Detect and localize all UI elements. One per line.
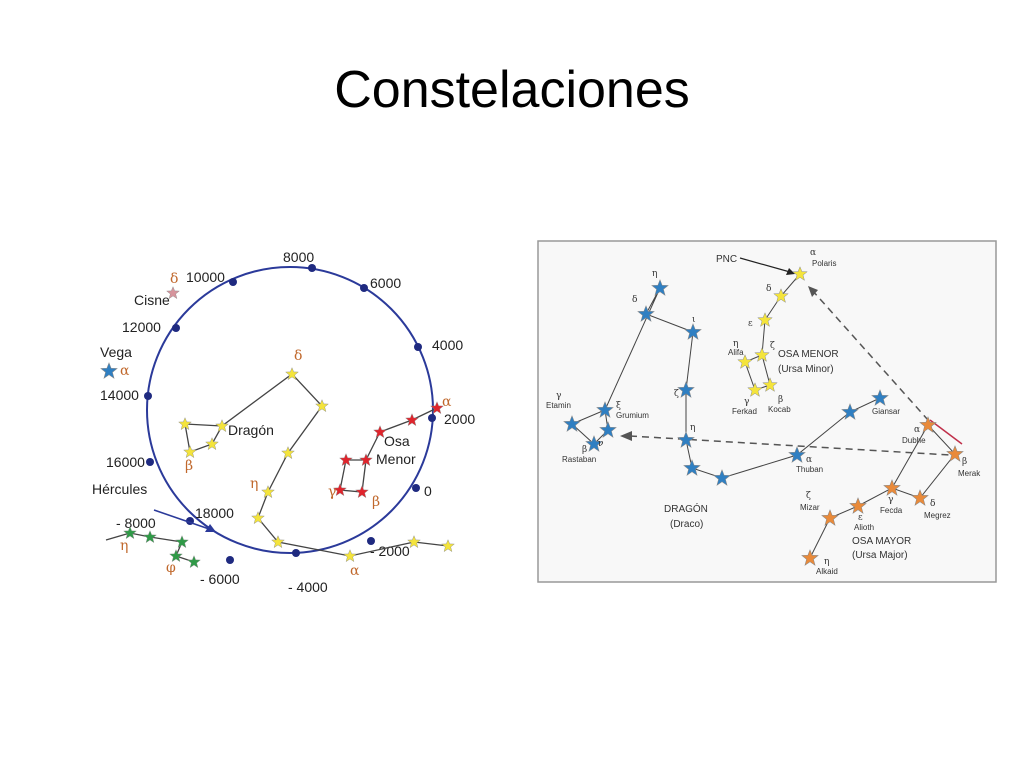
thuban-alpha-label: α	[806, 455, 812, 465]
vega-star-icon	[100, 362, 118, 379]
draco-eta-label: η	[690, 423, 695, 433]
star-alioth-label: Alioth	[854, 523, 874, 532]
year-2000: 2000	[444, 411, 475, 427]
star-ferkad-label: Ferkad	[732, 407, 757, 416]
draco-zeta-label: ζ	[674, 389, 679, 399]
year-minus-2000: - 2000	[370, 543, 410, 559]
kocab-beta-label: β	[778, 395, 783, 405]
thuban-arrowhead-icon	[620, 431, 632, 441]
dragon-eta-label: η	[250, 476, 258, 492]
star-megrez-label: Megrez	[924, 511, 951, 520]
ursa-minor-label-1: OSA MENOR	[778, 349, 839, 360]
ursa-minor-epsilon-label: ε	[748, 319, 753, 329]
hercules-lines	[105, 532, 195, 563]
draco-lines	[571, 287, 881, 479]
year-10000: 10000	[186, 269, 225, 285]
fecda-gamma-label: γ	[888, 495, 893, 505]
draco-lambda-eta-label: η	[652, 269, 657, 279]
cisne-delta-label: δ	[170, 271, 178, 287]
star-kocab-label: Kocab	[768, 405, 791, 414]
year-4000: 4000	[432, 337, 463, 353]
star-merak-label: Merak	[958, 469, 981, 478]
pointer-dashed-line	[811, 289, 929, 421]
year-0: 0	[424, 483, 432, 499]
merak-beta-label: β	[962, 457, 967, 467]
star-thuban-label: Thuban	[796, 465, 823, 474]
year-minus-6000: - 6000	[200, 571, 240, 587]
pnc-label: PNC	[716, 254, 737, 265]
star-rastaban-label: Rastaban	[562, 455, 596, 464]
vega-alpha-label: α	[120, 363, 130, 379]
hercules-stars	[123, 526, 201, 568]
ferkad-gamma-label: γ	[744, 397, 749, 407]
osa-menor-beta-label: β	[372, 494, 380, 510]
osa-menor-label-1: Osa	[384, 433, 410, 449]
slide-title: Constelaciones	[334, 61, 690, 119]
pointer-arrowhead-icon	[808, 286, 818, 297]
year-dots	[144, 264, 436, 564]
rastaban-beta-label: β	[582, 445, 587, 455]
ursa-major-label-2: (Ursa Major)	[852, 550, 908, 561]
osa-menor-lines	[339, 407, 438, 493]
megrez-delta-label: δ	[930, 499, 935, 509]
osa-menor-label-2: Menor	[376, 451, 416, 467]
star-fecda-label: Fecda	[880, 506, 903, 515]
dubhe-alpha-label: α	[914, 425, 920, 435]
polaris-alpha-label: α	[810, 248, 816, 258]
draco-label-2: (Draco)	[670, 519, 703, 530]
year-8000: 8000	[283, 249, 314, 265]
hercules-phi-label: φ	[166, 560, 176, 576]
polaris-label: Polaris	[812, 259, 836, 268]
year-6000: 6000	[370, 275, 401, 291]
precession-circle	[146, 266, 434, 554]
osa-menor-alpha-label: α	[442, 394, 452, 410]
year-minus-8000: - 8000	[116, 515, 156, 531]
alkaid-eta-label: η	[824, 557, 829, 567]
dragon-beta-label: β	[185, 458, 193, 474]
pnc-arrow	[739, 257, 791, 273]
star-alkaid-label: Alkaid	[816, 567, 838, 576]
ursa-minor-eta-label: η	[733, 339, 738, 349]
year-14000: 14000	[100, 387, 139, 403]
draco-delta-label: δ	[632, 295, 637, 305]
mizar-zeta-label: ζ	[806, 491, 811, 501]
star-giansar-label: Giansar	[872, 407, 900, 416]
hercules-arrow	[153, 509, 213, 531]
star-dubhe-label: Dubhe	[902, 436, 926, 445]
osa-menor-gamma-label: γ	[328, 484, 336, 500]
draco-iota-label: ι	[692, 315, 696, 325]
dragon-label: Dragón	[228, 422, 274, 438]
draco-label-1: DRAGÓN	[664, 502, 708, 515]
star-etamin-label: Etamin	[546, 401, 571, 410]
ursa-minor-delta-label: δ	[766, 284, 771, 294]
etamin-gamma-label: γ	[556, 391, 561, 401]
draco-nu-label: ν	[598, 439, 603, 449]
grumium-xi-label: ξ	[616, 401, 621, 411]
year-minus-4000: - 4000	[288, 579, 328, 595]
year-16000: 16000	[106, 454, 145, 470]
hercules-label: Hércules	[92, 481, 147, 497]
vega-label: Vega	[100, 344, 132, 360]
hercules-eta-label: η	[120, 538, 128, 554]
hercules-arrowhead-icon	[205, 524, 216, 532]
dragon-delta-label: δ	[294, 348, 302, 364]
ursa-major-label-1: OSA MAYOR	[852, 536, 911, 547]
star-grumium-label: Grumium	[616, 411, 649, 420]
star-mizar-label: Mizar	[800, 503, 820, 512]
ursa-minor-zeta-label: ζ	[770, 341, 775, 351]
year-18000: 18000	[195, 505, 234, 521]
dubhe-merak-line	[929, 419, 963, 445]
cisne-label: Cisne	[134, 292, 170, 308]
alioth-epsilon-label: ε	[858, 513, 863, 523]
dragon-alpha-label: α	[350, 563, 360, 579]
star-alifa-label: Alifa	[728, 348, 744, 357]
year-12000: 12000	[122, 319, 161, 335]
ursa-minor-label-2: (Ursa Minor)	[778, 364, 834, 375]
pnc-arrowhead-icon	[786, 268, 795, 275]
